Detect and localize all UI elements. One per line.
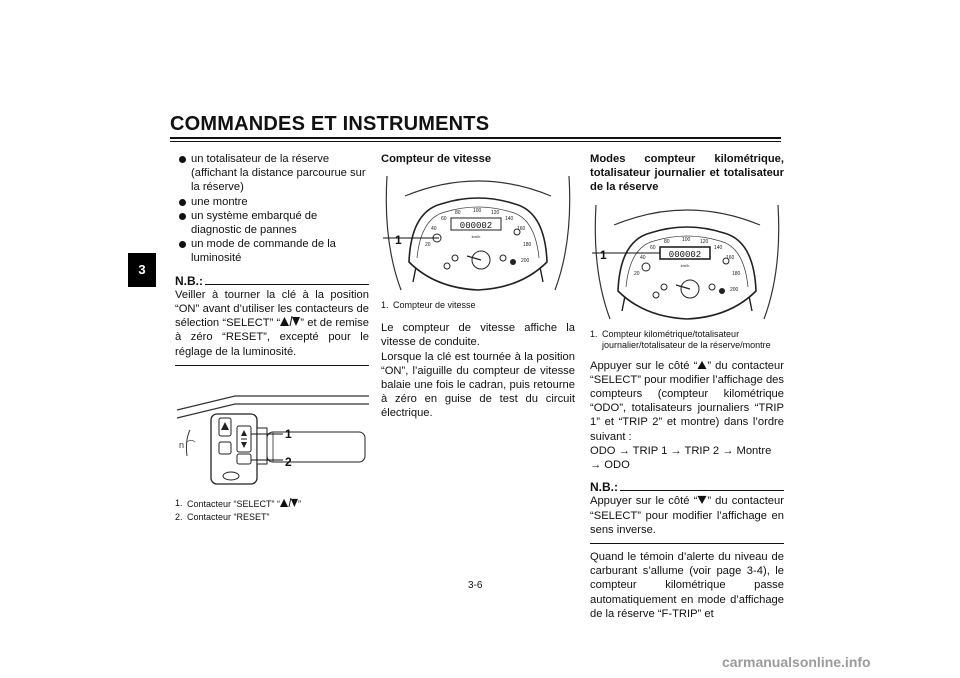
svg-text:80: 80 bbox=[664, 239, 670, 245]
bullet-icon bbox=[179, 156, 186, 163]
nb-rule bbox=[205, 283, 369, 285]
chapter-tab: 3 bbox=[128, 253, 156, 287]
handlebar-switch-illustration: 1 2 n ⌒ bbox=[176, 395, 369, 485]
section-heading: Compteur de vitesse bbox=[381, 153, 492, 165]
figure-caption: 1.Compteur de vitesse bbox=[381, 300, 476, 311]
nb-header: N.B.: bbox=[590, 480, 784, 494]
watermark: carmanualsonline.info bbox=[722, 654, 871, 670]
svg-text:40: 40 bbox=[640, 255, 646, 261]
odometer-display: 000002 bbox=[669, 250, 701, 260]
title-rule bbox=[170, 137, 781, 139]
svg-text:160: 160 bbox=[726, 255, 735, 261]
page-number: 3-6 bbox=[468, 580, 483, 591]
figure-caption: 1.Contacteur “SELECT” “” 2.Contacteur “R… bbox=[175, 497, 302, 522]
section-heading: Modes compteur kilométrique, totalisateu… bbox=[590, 153, 784, 194]
svg-text:140: 140 bbox=[714, 245, 723, 251]
odometer-display: 000002 bbox=[460, 221, 492, 231]
svg-text:100: 100 bbox=[682, 237, 691, 243]
column-3: Modes compteur kilométrique, totalisateu… bbox=[590, 152, 784, 621]
svg-text:120: 120 bbox=[700, 239, 709, 245]
fuel-paragraph: Quand le témoin d’alerte du niveau de ca… bbox=[590, 551, 784, 620]
svg-text:200: 200 bbox=[730, 287, 739, 293]
up-triangle-icon bbox=[697, 360, 707, 369]
svg-text:160: 160 bbox=[517, 226, 526, 232]
svg-text:80: 80 bbox=[455, 210, 461, 216]
svg-text:180: 180 bbox=[732, 271, 741, 277]
display-sequence: ODO → TRIP 1 → TRIP 2 → Montre → ODO bbox=[590, 444, 772, 472]
select-paragraph: Appuyer sur le côté “” du contacteur “SE… bbox=[590, 359, 784, 443]
svg-text:n ⌒: n ⌒ bbox=[179, 440, 196, 450]
column-1: un totalisateur de la réserve (affichant… bbox=[175, 152, 369, 523]
nb-text: Appuyer sur le côté “” du contacteur “SE… bbox=[590, 495, 784, 536]
callout-2: 2 bbox=[285, 455, 292, 469]
callout-1: 1 bbox=[600, 248, 607, 262]
speedometer-paragraph: Le compteur de vitesse affiche la vitess… bbox=[381, 322, 575, 420]
bullet-icon bbox=[179, 212, 186, 220]
bullet-icon bbox=[179, 198, 186, 206]
nb-label: N.B.: bbox=[590, 480, 618, 495]
title-rule-thin bbox=[170, 141, 781, 142]
svg-text:60: 60 bbox=[650, 245, 656, 251]
bullet-icon bbox=[179, 241, 186, 249]
svg-text:20: 20 bbox=[425, 242, 431, 248]
speed-unit: km/h bbox=[681, 263, 690, 268]
svg-text:180: 180 bbox=[523, 242, 532, 248]
feature-list: un totalisateur de la réserve (affichant… bbox=[175, 152, 369, 266]
svg-text:140: 140 bbox=[505, 216, 514, 222]
list-item: un système embarqué de diagnostic de pan… bbox=[175, 209, 369, 237]
nb-rule bbox=[620, 490, 784, 492]
list-item: un totalisateur de la réserve (affichant… bbox=[175, 152, 369, 195]
nb-header: N.B.: bbox=[175, 274, 369, 288]
svg-text:40: 40 bbox=[431, 226, 437, 232]
svg-text:100: 100 bbox=[473, 208, 482, 214]
list-item: un mode de commande de la luminosité bbox=[175, 237, 369, 265]
svg-text:120: 120 bbox=[491, 210, 500, 216]
list-item: une montre bbox=[175, 195, 369, 209]
svg-text:200: 200 bbox=[521, 258, 530, 264]
nb-text: Veiller à tourner la clé à la position “… bbox=[175, 288, 369, 358]
figure-caption: 1.Compteur kilométrique/totalisateur jou… bbox=[590, 328, 771, 350]
callout-1: 1 bbox=[395, 233, 402, 247]
svg-text:20: 20 bbox=[634, 271, 640, 277]
svg-text:60: 60 bbox=[441, 216, 447, 222]
down-triangle-icon bbox=[697, 496, 707, 505]
up-down-triangle-icon bbox=[280, 316, 301, 327]
nb-label: N.B.: bbox=[175, 273, 203, 288]
nb-end-rule bbox=[590, 543, 784, 545]
up-down-triangle-icon bbox=[280, 497, 299, 507]
speed-unit: km/h bbox=[472, 234, 481, 239]
page-title: COMMANDES ET INSTRUMENTS bbox=[170, 113, 490, 135]
nb-end-rule bbox=[175, 364, 369, 366]
callout-1: 1 bbox=[285, 427, 292, 441]
